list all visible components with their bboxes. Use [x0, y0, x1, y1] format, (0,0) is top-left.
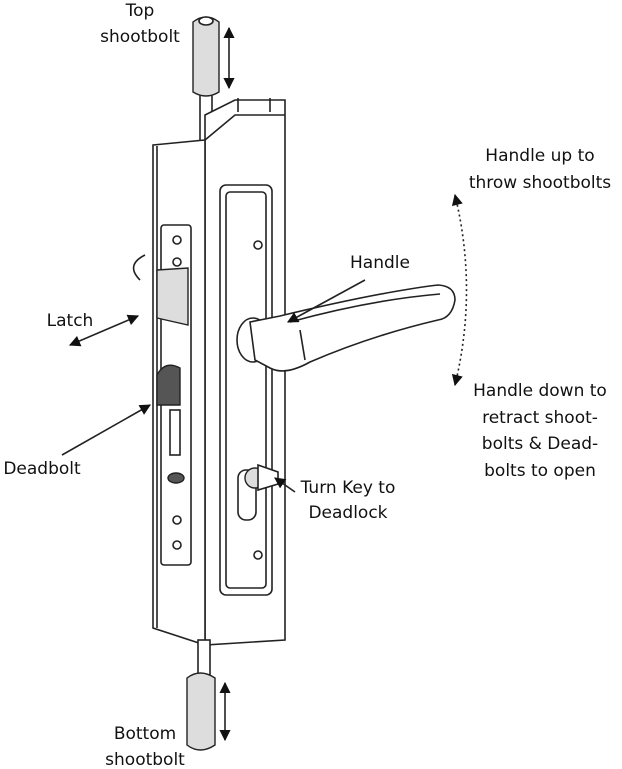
turn-key-label: Turn Key to — [300, 478, 396, 498]
deadbolt-arrow — [61, 404, 151, 456]
latch-arrow — [68, 314, 140, 347]
top-shootbolt — [192, 16, 235, 145]
bottom-shootbolt-label: shootbolt — [105, 750, 185, 769]
top-shootbolt-label: shootbolt — [100, 27, 180, 47]
handle-motion-arrow — [451, 193, 468, 387]
latch-label: Latch — [47, 311, 94, 331]
lock-case — [132, 98, 286, 647]
handle-label: Handle — [350, 253, 410, 273]
turn-key-label: Deadlock — [308, 503, 387, 523]
handle-down-label: bolts & Dead- — [482, 434, 598, 454]
top-shootbolt-label: Top — [125, 1, 155, 21]
handle-up-label: Handle up to — [485, 146, 594, 166]
bottom-shootbolt — [186, 639, 231, 751]
handle-arrow — [287, 279, 366, 323]
handle-down-label: retract shoot- — [482, 408, 598, 428]
handle-up-label: throw shootbolts — [469, 173, 611, 193]
handle — [236, 284, 456, 372]
bottom-shootbolt-label: Bottom — [114, 724, 176, 744]
handle-down-label: Handle down to — [473, 381, 607, 401]
deadbolt-label: Deadbolt — [3, 459, 81, 479]
key-arrow — [274, 477, 296, 493]
handle-down-label: bolts to open — [484, 461, 596, 481]
